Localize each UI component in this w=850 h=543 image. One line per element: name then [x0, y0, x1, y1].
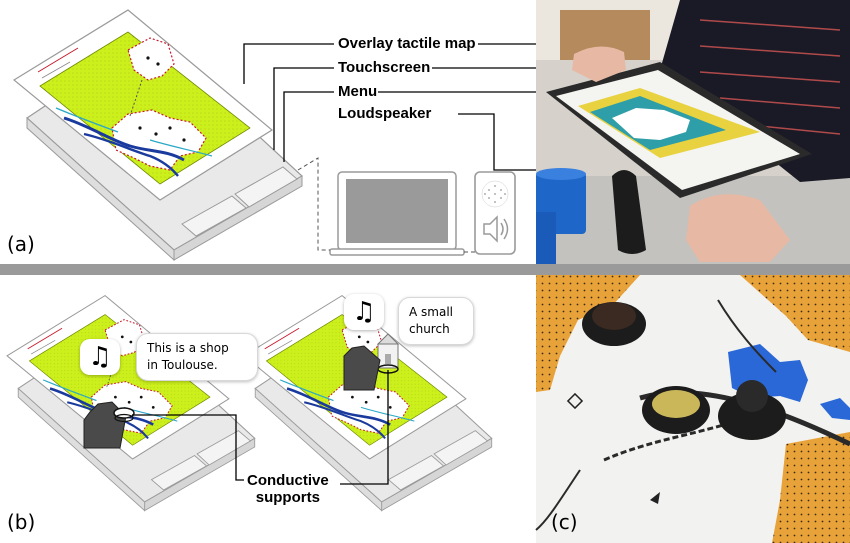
- photo-c: [535, 275, 850, 543]
- cup-icon: [113, 407, 135, 423]
- hand-icon: [343, 345, 381, 391]
- panel-b-device-left: [5, 294, 257, 512]
- speech-bubble-church: A small church: [398, 297, 474, 345]
- callout-line-2: supports: [255, 489, 320, 506]
- speech-line-1: This is a shop: [147, 341, 229, 355]
- speaker-icon: [474, 171, 516, 255]
- callout-line-1: Conductive: [247, 472, 329, 489]
- panel-a-device: [12, 8, 304, 262]
- speech-line-2: church: [409, 322, 450, 336]
- music-note-icon: ♫: [344, 294, 384, 330]
- panel-label-c: (c): [551, 510, 578, 534]
- speech-line-1: A small: [409, 305, 453, 319]
- music-note-icon: ♫: [80, 339, 120, 375]
- section-divider: [0, 264, 850, 275]
- speech-bubble-shop: This is a shop in Toulouse.: [136, 333, 258, 381]
- panel-label-a: (a): [7, 232, 35, 256]
- callout-touchscreen: Touchscreen: [338, 59, 431, 76]
- callout-overlay-tactile-map: Overlay tactile map: [338, 35, 476, 52]
- callout-leaders-b: [132, 370, 389, 485]
- laptop-icon: [329, 171, 465, 256]
- callout-menu: Menu: [338, 83, 378, 100]
- speech-line-2: in Toulouse.: [147, 358, 218, 372]
- callout-loudspeaker: Loudspeaker: [338, 105, 432, 122]
- panel-label-b: (b): [7, 510, 36, 534]
- callout-conductive-supports: Conductive supports: [247, 472, 329, 506]
- photo-a: [536, 0, 850, 264]
